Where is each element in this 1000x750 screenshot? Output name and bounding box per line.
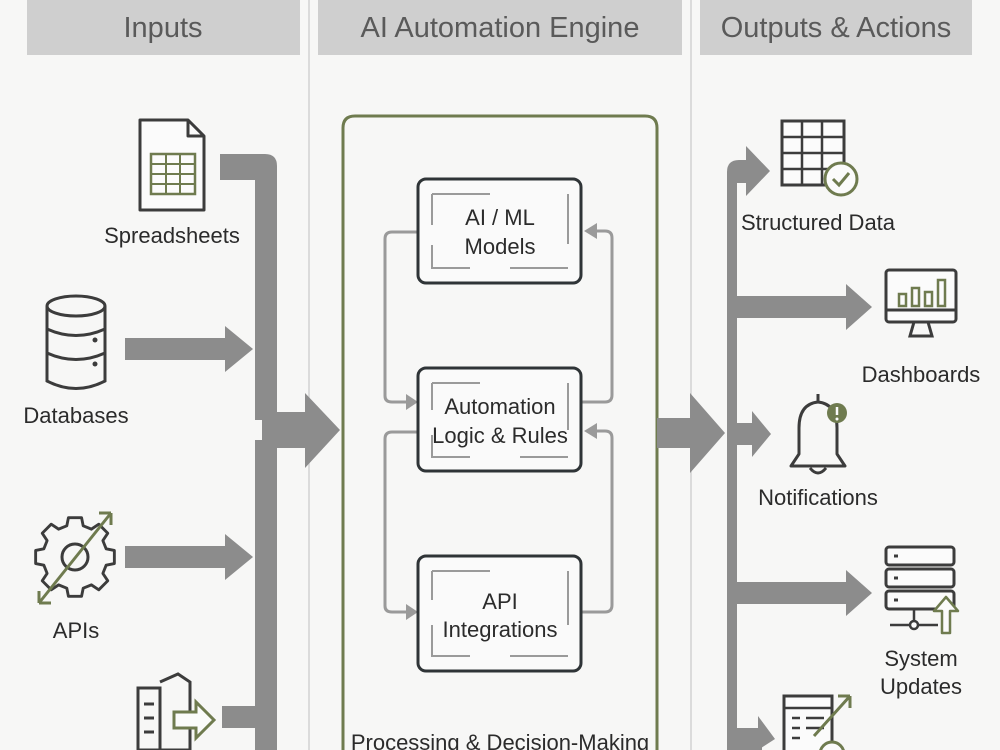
report-chart-icon (782, 694, 852, 750)
engine-footer-label: Processing & Decision-Making (351, 730, 649, 750)
gear-icon (34, 511, 116, 605)
inputs-header-bar (27, 0, 300, 55)
column-headers: Inputs AI Automation Engine Outputs & Ac… (27, 0, 972, 55)
logic-label-line1: Automation (444, 394, 555, 419)
system-updates-label-line2: Updates (880, 674, 962, 699)
outputs-header: Outputs & Actions (721, 12, 952, 44)
bell-icon (789, 394, 847, 475)
structured-data-label: Structured Data (741, 210, 896, 235)
engine-loops (383, 229, 614, 614)
output-flow (657, 146, 872, 750)
models-label-line1: AI / ML (465, 205, 535, 230)
databases-label: Databases (23, 403, 128, 428)
server-update-icon (884, 545, 960, 635)
logic-label-line2: Logic & Rules (432, 423, 568, 448)
spreadsheet-icon (138, 118, 206, 212)
engine-header-bar (318, 0, 682, 55)
monitor-chart-icon (884, 268, 958, 338)
models-label-line2: Models (465, 234, 536, 259)
engine-container (341, 114, 659, 750)
dashboards-label: Dashboards (862, 362, 981, 387)
document-transfer-icon (136, 672, 217, 750)
spreadsheets-label: Spreadsheets (104, 223, 240, 248)
models-box: AI / ML Models (416, 177, 583, 285)
table-check-icon (780, 119, 859, 197)
input-flow (125, 154, 340, 750)
apis-label: APIs (53, 618, 99, 643)
api-integrations-box: API Integrations (416, 554, 583, 673)
database-icon (45, 294, 107, 390)
notifications-label: Notifications (758, 485, 878, 510)
logic-box: Automation Logic & Rules (416, 366, 583, 473)
api-integrations-line1: API (482, 589, 517, 614)
engine-loop-arrowheads (406, 223, 597, 620)
outputs-header-bar (700, 0, 972, 55)
inputs-header: Inputs (124, 12, 203, 44)
api-integrations-line2: Integrations (443, 617, 558, 642)
column-dividers (308, 0, 692, 750)
system-updates-label-line1: System (884, 646, 957, 671)
engine-header: AI Automation Engine (361, 12, 640, 44)
